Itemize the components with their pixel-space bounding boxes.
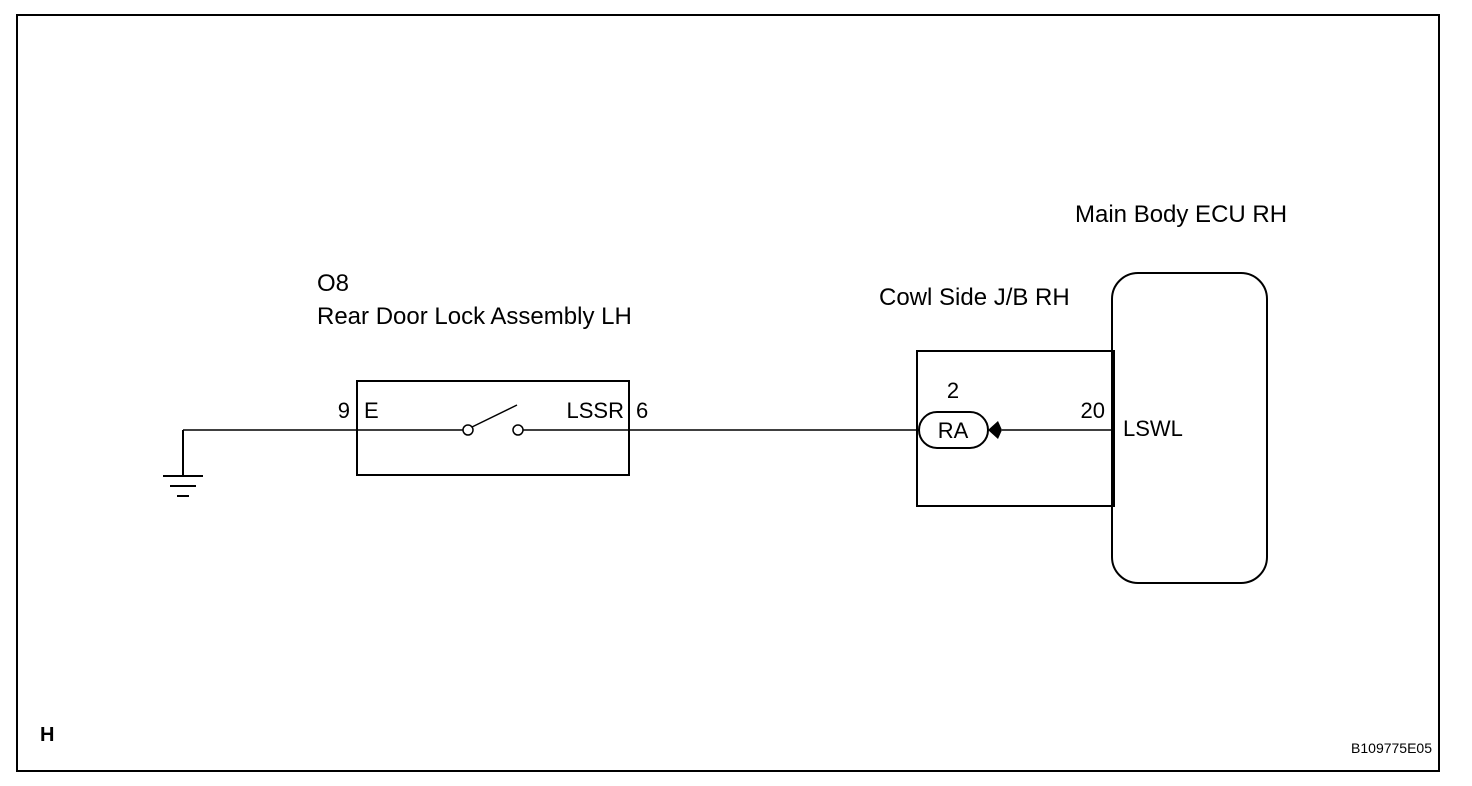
rear-door-lock-box: [356, 380, 630, 476]
connector-code: RA: [938, 418, 969, 443]
pin-right-number: 6: [636, 398, 648, 423]
connector-pin-number: 2: [947, 378, 959, 403]
cowl-jb-box: [916, 350, 1115, 507]
ecu-name: Main Body ECU RH: [1075, 201, 1287, 228]
rear-door-lock-code: O8: [317, 270, 349, 297]
ecu-pin-number: 20: [1081, 398, 1105, 423]
rear-door-lock-name: Rear Door Lock Assembly LH: [317, 303, 632, 330]
main-body-ecu-box: [1111, 272, 1268, 584]
pin-right-name: LSSR: [567, 398, 624, 423]
corner-letter: H: [40, 724, 54, 746]
ecu-pin-name: LSWL: [1123, 416, 1183, 441]
figure-code: B109775E05: [1351, 740, 1432, 756]
cowl-jb-name: Cowl Side J/B RH: [879, 284, 1070, 311]
ground-symbol-icon: [163, 430, 203, 497]
diagram-frame: [16, 14, 1440, 772]
open-switch-icon: [357, 404, 629, 436]
pin-left-name: E: [364, 398, 379, 423]
pin-left-number: 9: [338, 398, 350, 423]
connector-arrow-icon: [988, 421, 1114, 439]
